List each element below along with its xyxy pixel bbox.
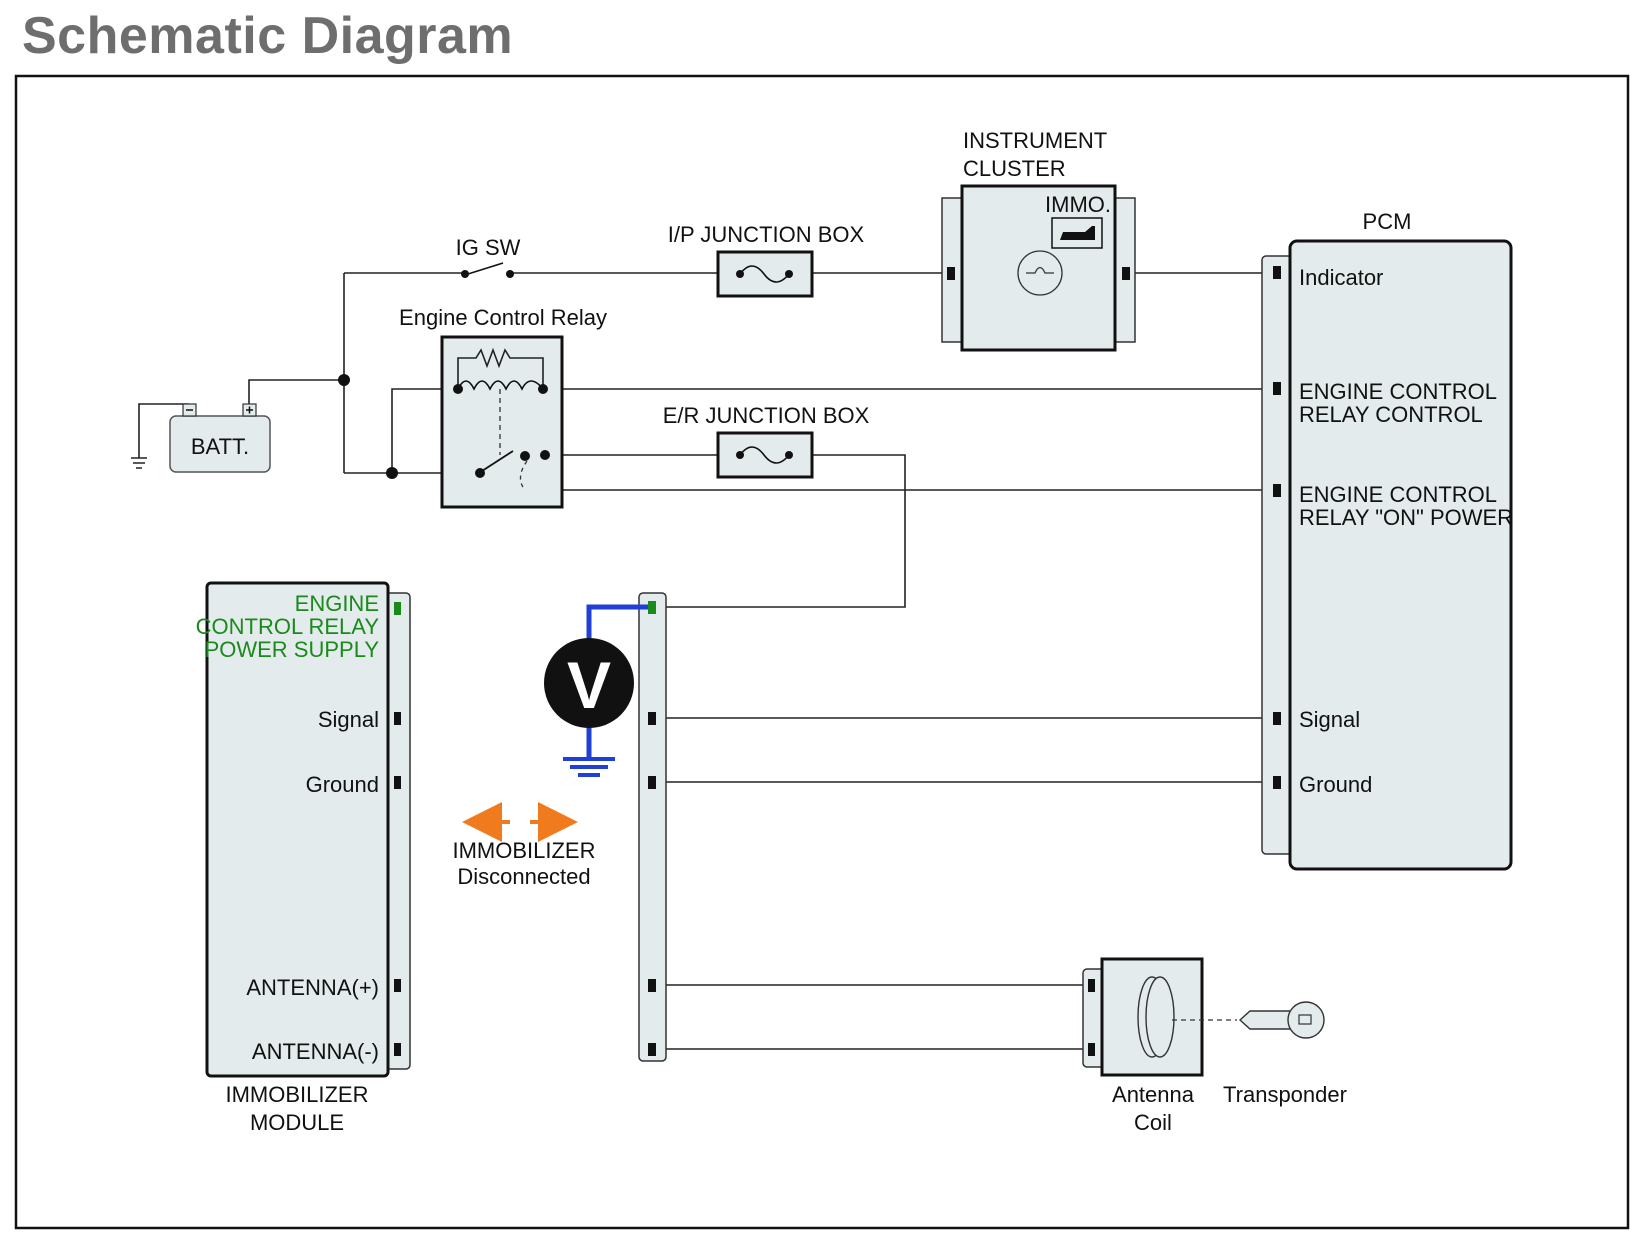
battery: BATT.	[169, 403, 271, 473]
immo-pin-signal: Signal	[318, 707, 379, 732]
harness-connector	[638, 592, 667, 1062]
pcm-label: PCM	[1363, 209, 1412, 234]
voltmeter: V	[544, 604, 648, 777]
pcm-pin-signal: Signal	[1299, 707, 1360, 732]
immo-pin-power-2: CONTROL RELAY	[196, 614, 380, 639]
ip-junction-box-label: I/P JUNCTION BOX	[668, 222, 865, 247]
junction-dots	[338, 374, 398, 479]
status-line-1: IMMOBILIZER	[452, 838, 595, 863]
er-junction-box: E/R JUNCTION BOX	[663, 403, 870, 479]
battery-label: BATT.	[191, 434, 249, 459]
antenna-coil: Antenna Coil	[1082, 957, 1204, 1135]
instrument-cluster-label-2: CLUSTER	[963, 156, 1066, 181]
er-junction-box-label: E/R JUNCTION BOX	[663, 403, 870, 428]
wires	[131, 272, 1272, 1050]
ignition-switch: IG SW	[456, 235, 521, 278]
voltmeter-icon: V	[567, 648, 611, 722]
pcm: PCM Indicator ENGINE CONTROL RELAY CONTR…	[1261, 209, 1513, 871]
engine-control-relay-label: Engine Control Relay	[399, 305, 607, 330]
immobilizer-module: ENGINE CONTROL RELAY POWER SUPPLY Signal…	[196, 581, 411, 1135]
pcm-pin-relay-on-power-1: ENGINE CONTROL	[1299, 482, 1497, 507]
immo-pin-antenna-plus: ANTENNA(+)	[246, 975, 379, 1000]
pcm-pin-relay-control-1: ENGINE CONTROL	[1299, 379, 1497, 404]
immo-indicator-label: IMMO.	[1045, 192, 1111, 217]
instrument-cluster-label-1: INSTRUMENT	[963, 128, 1107, 153]
page-title: Schematic Diagram	[22, 7, 514, 65]
immo-pin-power-1: ENGINE	[295, 591, 379, 616]
antenna-coil-label-2: Coil	[1134, 1110, 1172, 1135]
transponder-key-icon	[1172, 1001, 1325, 1039]
immo-pin-antenna-minus: ANTENNA(-)	[252, 1039, 379, 1064]
pcm-pin-ground: Ground	[1299, 772, 1372, 797]
pcm-pin-relay-control-2: RELAY CONTROL	[1299, 402, 1483, 427]
ip-junction-box: I/P JUNCTION BOX	[668, 222, 865, 298]
antenna-coil-label-1: Antenna	[1112, 1082, 1195, 1107]
engine-control-relay: Engine Control Relay	[399, 305, 607, 509]
immobilizer-module-label-1: IMMOBILIZER	[225, 1082, 368, 1107]
immo-pin-ground: Ground	[306, 772, 379, 797]
ig-switch-label: IG SW	[456, 235, 521, 260]
pcm-pin-indicator: Indicator	[1299, 265, 1383, 290]
immo-pin-power-3: POWER SUPPLY	[205, 637, 380, 662]
pcm-pin-relay-on-power-2: RELAY "ON" POWER	[1299, 505, 1513, 530]
immobilizer-module-label-2: MODULE	[250, 1110, 344, 1135]
instrument-cluster: INSTRUMENT CLUSTER IMMO.	[941, 128, 1136, 352]
status-line-2: Disconnected	[457, 864, 590, 889]
diagram-frame	[14, 74, 1630, 1230]
transponder-label: Transponder	[1223, 1082, 1347, 1107]
